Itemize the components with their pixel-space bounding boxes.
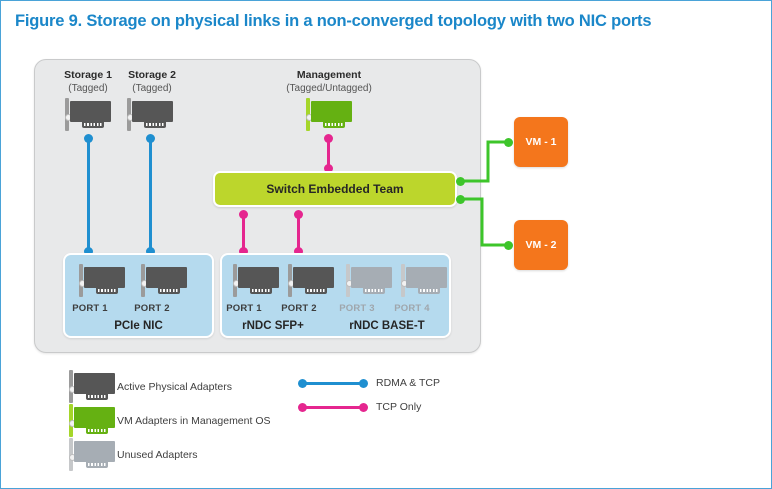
storage-1-adapter-icon [65,98,111,131]
adapter-pins [365,289,383,292]
vm-2-box[interactable]: VM - 2 [514,220,568,270]
adapter-body [146,267,187,288]
adapter-body [238,267,279,288]
link-dot-storage2-top [146,134,155,143]
adapter-pins [420,289,438,292]
pcie-nic-group-label: PCIe NIC [114,320,163,332]
page-title: Figure 9. Storage on physical links in a… [15,12,652,30]
adapter-pins [84,123,102,126]
link-storage1-to-port1 [87,138,90,251]
link-dot-storage1-bottom [84,247,93,256]
rndc-sfp-port-2-label: PORT 2 [281,303,317,314]
link-set-to-rndc-port1 [242,213,245,251]
legend-active-adapter-label: Active Physical Adapters [117,381,232,393]
link-dot-rndc2-top [294,210,303,219]
adapter-pins [160,289,178,292]
legend-tcp-only-dot-right [359,403,368,412]
link-dot-set-vm1 [456,177,465,186]
management-adapter-icon [306,98,352,131]
link-dot-management-bottom [324,164,333,173]
rndc-baset-port-3-adapter-icon [346,264,392,297]
pcie-nic-group [63,253,214,338]
pcie-port-1-label: PORT 1 [72,303,108,314]
link-dot-management-top [324,134,333,143]
legend-vm-adapter-icon [69,404,115,437]
legend-active-adapter-icon [69,370,115,403]
management-label: Management (Tagged/Untagged) [286,69,372,94]
rndc-baset-group-label: rNDC BASE-T [349,320,425,332]
rndc-sfp-port-2-adapter-icon [288,264,334,297]
link-storage2-to-port2 [149,138,152,251]
rndc-baset-port-4-label: PORT 4 [394,303,430,314]
rndc-baset-port-4-adapter-icon [401,264,447,297]
legend-rdma-tcp-line [301,382,363,385]
adapter-body [406,267,447,288]
adapter-body [74,373,115,394]
storage-1-label: Storage 1 (Tagged) [64,69,112,94]
link-dot-rndc1-top [239,210,248,219]
adapter-pins [252,289,270,292]
switch-embedded-team-box[interactable]: Switch Embedded Team [213,171,457,207]
storage-2-adapter-icon [127,98,173,131]
legend-unused-adapter-label: Unused Adapters [117,449,198,461]
link-set-to-rndc-port2 [297,213,300,251]
adapter-body [74,407,115,428]
adapter-body [311,101,352,122]
adapter-body [351,267,392,288]
pcie-port-2-label: PORT 2 [134,303,170,314]
link-dot-vm1 [504,138,513,147]
legend-unused-adapter-icon [69,438,115,471]
legend-tcp-only-line [301,406,363,409]
adapter-body [132,101,173,122]
legend-rdma-tcp-dot-left [298,379,307,388]
storage-2-label: Storage 2 (Tagged) [128,69,176,94]
link-dot-storage1-top [84,134,93,143]
adapter-pins [88,395,106,398]
adapter-body [74,441,115,462]
pcie-port-1-adapter-icon [79,264,125,297]
adapter-pins [146,123,164,126]
adapter-pins [307,289,325,292]
adapter-body [84,267,125,288]
rndc-baset-port-3-label: PORT 3 [339,303,375,314]
adapter-body [293,267,334,288]
legend-vm-adapter-label: VM Adapters in Management OS [117,415,271,427]
vm-1-box[interactable]: VM - 1 [514,117,568,167]
link-dot-vm2 [504,241,513,250]
adapter-pins [88,429,106,432]
link-dot-set-vm2 [456,195,465,204]
rndc-sfp-port-1-adapter-icon [233,264,279,297]
adapter-pins [325,123,343,126]
link-dot-storage2-bottom [146,247,155,256]
adapter-body [70,101,111,122]
legend-rdma-tcp-dot-right [359,379,368,388]
link-dot-rndc2-bottom [294,247,303,256]
adapter-pins [98,289,116,292]
pcie-port-2-adapter-icon [141,264,187,297]
link-dot-rndc1-bottom [239,247,248,256]
legend-rdma-tcp-label: RDMA & TCP [376,377,440,389]
link-management-to-set [327,138,330,171]
adapter-pins [88,463,106,466]
legend-tcp-only-dot-left [298,403,307,412]
rndc-sfp-group-label: rNDC SFP+ [242,320,304,332]
legend-tcp-only-label: TCP Only [376,401,422,413]
rndc-sfp-port-1-label: PORT 1 [226,303,262,314]
